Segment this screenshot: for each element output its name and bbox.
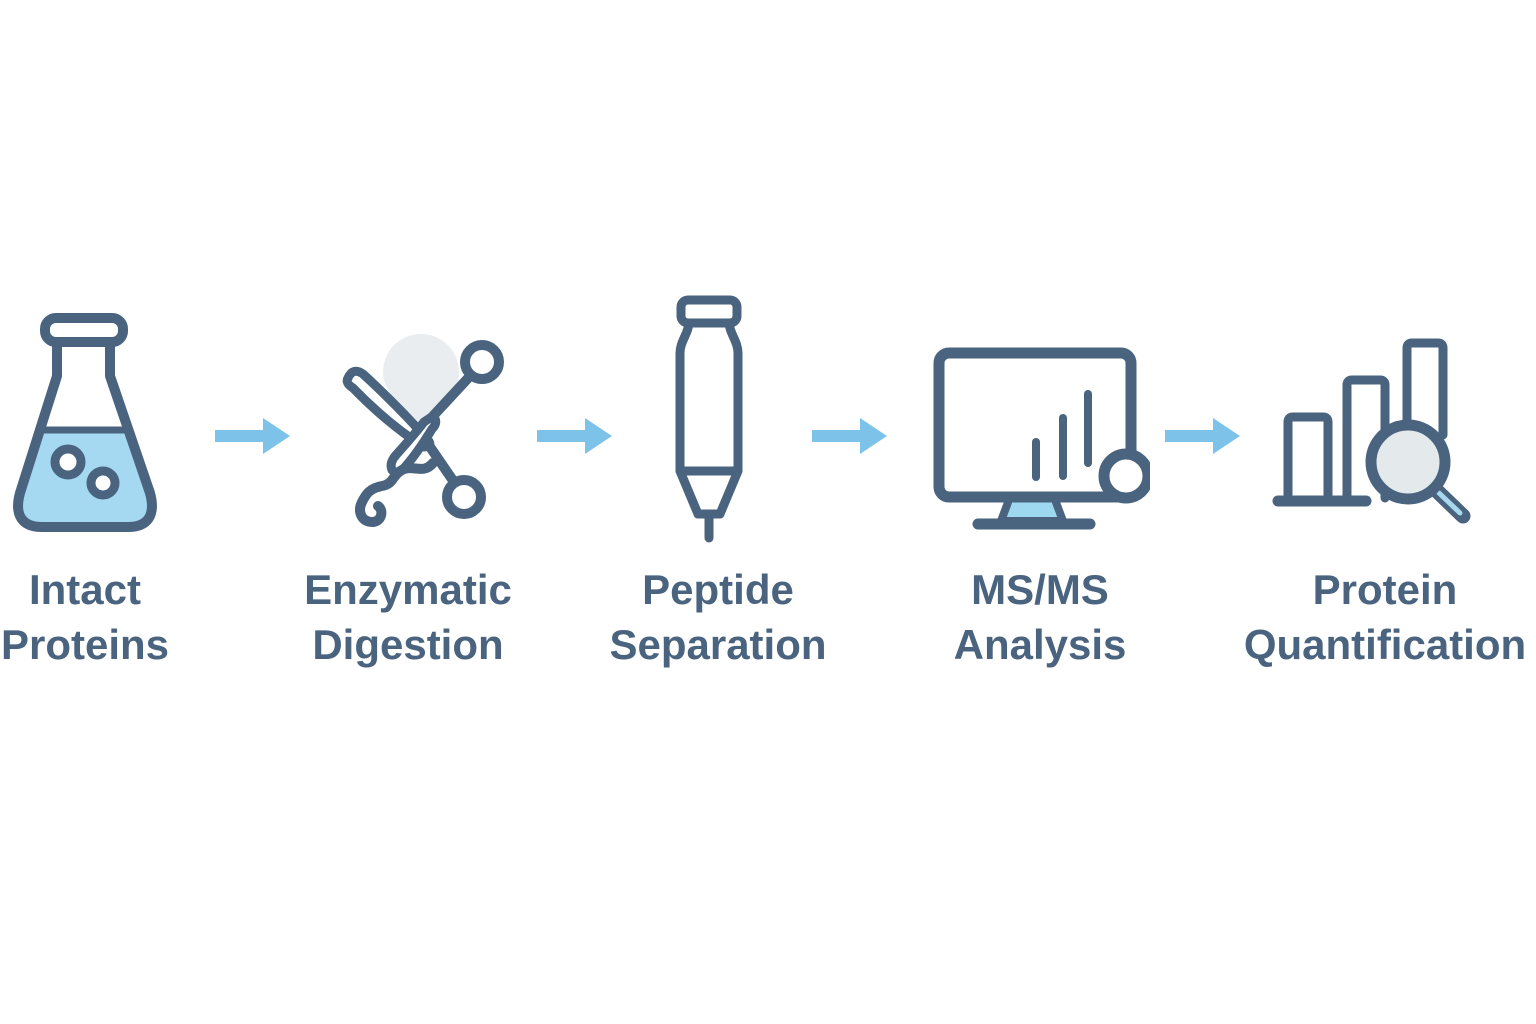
step-label-peptide-separation: Peptide Separation [609, 566, 827, 668]
monitor-icon [930, 345, 1154, 535]
arrow-right-icon [536, 415, 614, 457]
arrow-right-icon [1164, 415, 1242, 457]
step-label-intact-proteins: Intact Proteins [0, 566, 170, 668]
step-label-enzymatic-digestion: Enzymatic Digestion [304, 566, 512, 668]
step-label-protein-quantification: Protein Quantification [1243, 566, 1527, 668]
arrow-right-icon [811, 415, 889, 457]
step-label-msms-analysis: MS/MS Analysis [953, 566, 1127, 668]
scissors-icon [320, 330, 520, 530]
bar-chart-magnifier-icon [1270, 335, 1480, 535]
flask-icon [10, 310, 170, 540]
column-icon [675, 295, 745, 545]
arrow-right-icon [214, 415, 292, 457]
